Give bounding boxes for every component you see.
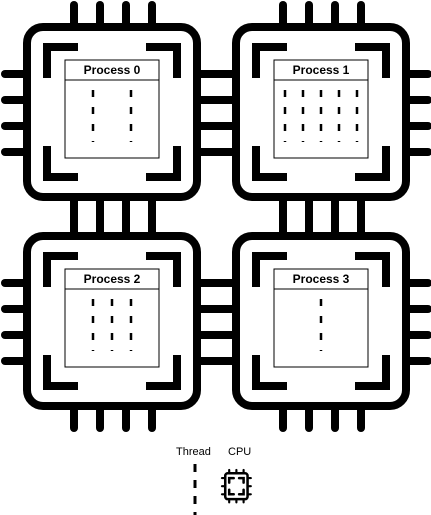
- cpu-brackets-0: [43, 43, 181, 181]
- cpu-chip-0: Process 0: [1, 1, 223, 223]
- process-title-0: Process 0: [84, 63, 141, 77]
- cpu-brackets-3: [252, 252, 390, 390]
- cpu-grid: Process 0 Process 1 Process 2 Process 3: [1, 1, 431, 432]
- process-title-2: Process 2: [84, 272, 141, 286]
- legend-thread-label: Thread: [176, 446, 211, 458]
- cpu-chip-2: Process 2: [1, 210, 223, 432]
- cpu-brackets-2: [43, 252, 181, 390]
- cpu-chip-3: Process 3: [210, 210, 431, 432]
- legend: Thread CPU: [176, 446, 252, 515]
- legend-cpu-chip-icon: [220, 468, 252, 504]
- process-title-3: Process 3: [293, 272, 350, 286]
- cpu-brackets-1: [252, 43, 390, 181]
- cpu-chip-1: Process 1: [210, 1, 431, 223]
- process-title-1: Process 1: [293, 63, 350, 77]
- process-box-0: [64, 59, 160, 159]
- legend-cpu-label: CPU: [228, 446, 251, 458]
